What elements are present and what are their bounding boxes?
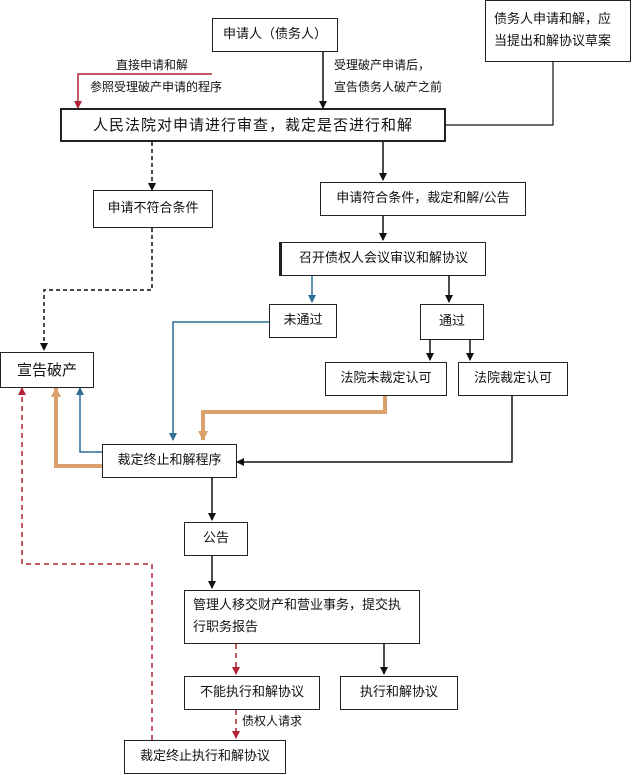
node-creditors-meeting: 召开债权人会议审议和解协议 bbox=[279, 242, 486, 276]
edge-label-direct-1: 直接申请和解 bbox=[116, 58, 189, 72]
node-passed: 通过 bbox=[420, 304, 484, 340]
node-terminate-exec-label: 裁定终止执行和解协议 bbox=[139, 749, 270, 764]
arrow-terminate-bankruptcy-orange bbox=[51, 387, 102, 468]
line-draft-note bbox=[446, 62, 554, 126]
node-terminate: 裁定终止和解程序 bbox=[102, 444, 237, 478]
node-creditors-meeting-label: 召开债权人会议审议和解协议 bbox=[298, 251, 468, 266]
node-not-passed: 未通过 bbox=[269, 304, 337, 338]
node-bankruptcy: 宣告破产 bbox=[0, 352, 94, 388]
node-court-not-approved-label: 法院未裁定认可 bbox=[340, 371, 432, 386]
node-court-approved: 法院裁定认可 bbox=[458, 362, 568, 396]
arrow-not-approved-terminate bbox=[198, 396, 387, 441]
node-draft-note: 债务人申请和解，应当提出和解协议草案 bbox=[485, 0, 631, 62]
node-passed-label: 通过 bbox=[438, 314, 465, 329]
node-applicant: 申请人（债务人） bbox=[212, 18, 338, 52]
arrow-direct-apply bbox=[74, 73, 212, 109]
node-cannot-execute: 不能执行和解协议 bbox=[184, 676, 320, 710]
arrow-not-passed-terminate bbox=[169, 321, 269, 441]
node-not-passed-label: 未通过 bbox=[283, 313, 323, 328]
node-cannot-execute-label: 不能执行和解协议 bbox=[199, 685, 304, 700]
node-announce: 公告 bbox=[184, 522, 248, 556]
node-announce-label: 公告 bbox=[202, 531, 229, 546]
edge-label-direct-2: 参照受理破产申请的程序 bbox=[90, 80, 223, 94]
edge-label-after-1: 受理破产申请后， bbox=[334, 58, 431, 72]
arrow-not-qualified-bankruptcy bbox=[40, 228, 153, 351]
node-execute: 执行和解协议 bbox=[340, 676, 458, 710]
node-terminate-label: 裁定终止和解程序 bbox=[117, 453, 222, 468]
node-bankruptcy-label: 宣告破产 bbox=[16, 361, 77, 379]
node-handover: 管理人移交财产和营业事务，提交执行职务报告 bbox=[184, 590, 420, 644]
node-execute-label: 执行和解协议 bbox=[359, 685, 438, 700]
arrow-terminate-bankruptcy-blue bbox=[76, 387, 102, 453]
node-court-approved-label: 法院裁定认可 bbox=[473, 371, 552, 386]
node-not-qualified: 申请不符合条件 bbox=[93, 190, 213, 228]
node-court-review-label: 人民法院对申请进行审查，裁定是否进行和解 bbox=[92, 116, 413, 134]
node-not-qualified-label: 申请不符合条件 bbox=[107, 201, 199, 216]
node-draft-note-label: 债务人申请和解，应当提出和解协议草案 bbox=[494, 12, 612, 49]
node-court-review: 人民法院对申请进行审查，裁定是否进行和解 bbox=[60, 108, 446, 142]
node-applicant-label: 申请人（债务人） bbox=[222, 27, 327, 42]
node-court-not-approved: 法院未裁定认可 bbox=[325, 362, 447, 396]
edge-label-creditor-request: 债权人请求 bbox=[242, 714, 303, 728]
node-qualified-label: 申请符合条件，裁定和解/公告 bbox=[336, 191, 510, 206]
edge-label-after-2: 宣告债务人破产之前 bbox=[334, 80, 443, 94]
arrow-approved-terminate bbox=[236, 396, 513, 466]
node-qualified: 申请符合条件，裁定和解/公告 bbox=[320, 182, 526, 216]
arrow-terminate-exec-bankruptcy bbox=[18, 387, 153, 740]
node-terminate-exec: 裁定终止执行和解协议 bbox=[124, 740, 286, 774]
node-handover-label: 管理人移交财产和营业事务，提交执行职务报告 bbox=[193, 598, 402, 635]
